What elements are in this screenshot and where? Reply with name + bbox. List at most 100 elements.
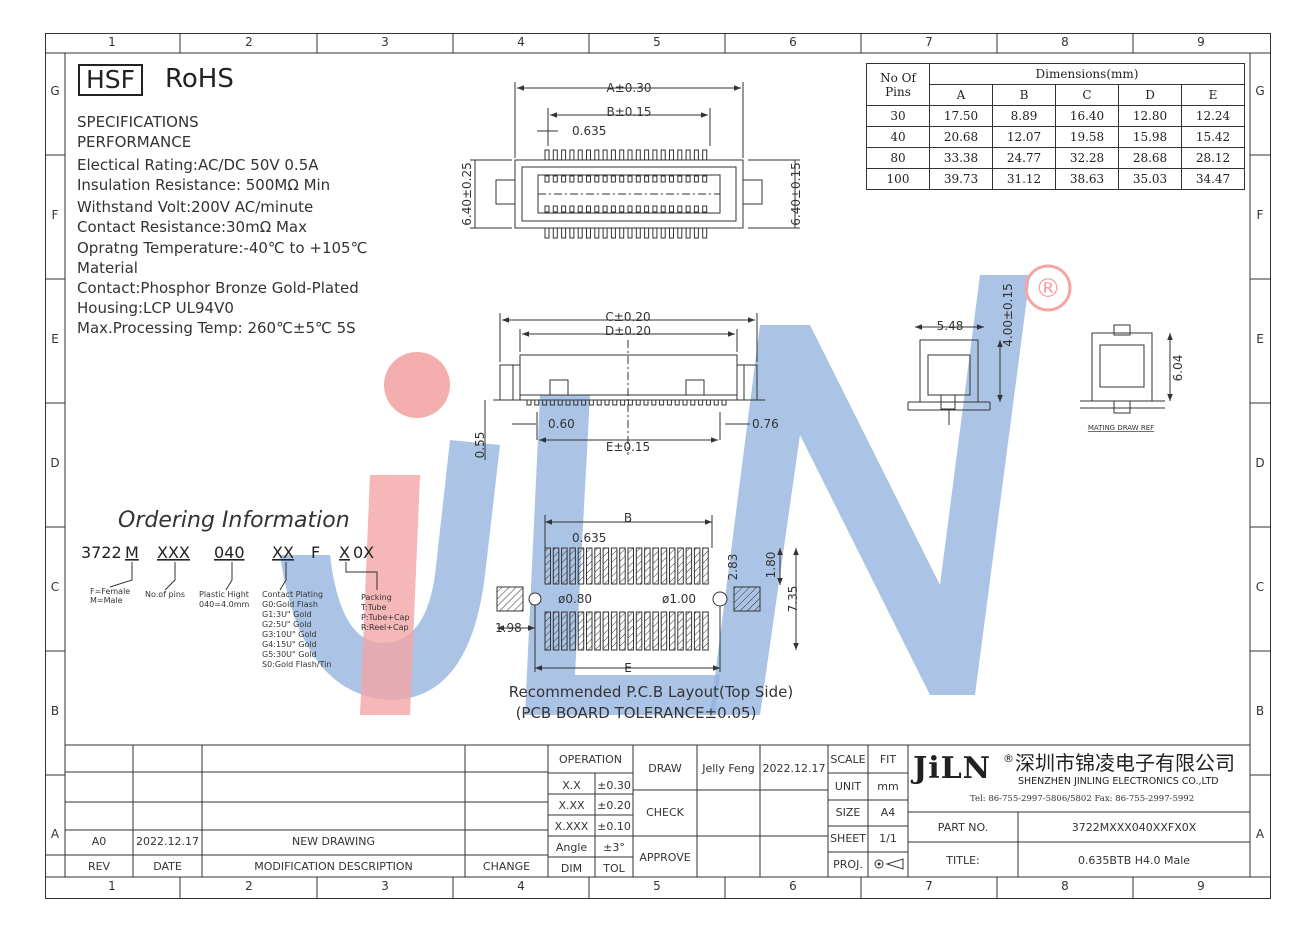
dimension-cell: 38.63 [1055,168,1119,190]
title-value: 0.635BTB H4.0 Male [1077,854,1191,867]
company-logo: JiLN [913,751,992,786]
front-pin [674,399,680,406]
pcb-pad [702,547,709,585]
zone-row-l: E [51,332,59,346]
ordering-note: Packing [361,593,392,602]
pcb-pad [569,547,576,585]
pcb-pad [586,547,593,585]
inner-pin [652,205,658,213]
inner-pin [693,205,699,213]
code-gender: M [125,543,139,562]
mating-ref-label: MATING DRAW REF [1088,424,1154,432]
ordering-note: M=Male [90,596,123,605]
dim-d-label: D±0.20 [605,324,651,338]
inner-pin [685,175,691,183]
bottom-pin [610,227,616,239]
zone-row-r: C [1255,580,1265,594]
size-label: SIZE [835,806,861,819]
pin-count-cell: 100 [866,168,930,190]
front-view [484,313,765,460]
spec-line: Withstand Volt:200V AC/minute [77,198,314,216]
pcb-pad [577,547,585,585]
zone-col-bot: 3 [381,879,389,893]
bottom-pin [619,227,625,239]
mating-view [1080,324,1173,414]
front-pin [612,399,618,406]
code-suffix: 0X [353,543,374,562]
scale-value: FIT [879,753,897,766]
pcb-pad [561,547,568,585]
top-pitch-label: 0.635 [572,124,606,138]
inner-pin [702,175,708,183]
ordering-note: Contact Plating [262,590,323,599]
zone-row-r: B [1255,704,1265,718]
tolerance-cell: ±0.10 [597,820,631,833]
front-pin [549,399,555,406]
pcb-layout [496,515,799,672]
bottom-pin [544,227,550,239]
zone-col-top: 5 [653,35,661,49]
rev-value: A0 [91,835,107,848]
tolerance-cell: X.X [562,779,581,792]
pcb-pad [602,611,610,651]
inner-pin [677,175,683,183]
top-height-right: 6.40±0.15 [789,162,803,226]
front-pin [713,399,719,406]
pcb-pad [619,611,626,651]
pcb-pad [669,611,676,651]
front-width-2: 0.76 [752,417,779,431]
zone-col-bot: 7 [925,879,933,893]
dimension-cell: 15.98 [1118,126,1182,148]
spec-line: Contact Resistance:30mΩ Max [77,218,307,236]
top-pin [652,149,658,161]
dimension-cell: 19.58 [1055,126,1119,148]
inner-pin [660,175,666,183]
code-packing: X [339,543,350,562]
tolerance-cell: DIM [560,862,583,875]
top-pin [569,149,575,161]
inner-pin [627,175,633,183]
hsf-mark: HSF [78,64,144,96]
inner-pin [644,205,650,213]
draw-date: 2022.12.17 [762,762,826,775]
sheet-value: 1/1 [879,832,897,845]
inner-pin [610,175,616,183]
ordering-note: G1:3U" Gold [262,610,312,619]
unit-label: UNIT [834,780,862,793]
front-height: 0.55 [473,432,487,459]
inner-pin [569,175,575,183]
pcb-pad [602,547,610,585]
top-height-left: 6.40±0.25 [460,162,474,226]
zone-col-top: 6 [789,35,797,49]
zone-row-l: D [50,456,60,470]
pcb-pitch: 0.635 [572,531,606,545]
pcb-pad [610,547,618,585]
ordering-note: S0:Gold Flash/Tin [262,660,331,669]
front-pin [557,399,563,406]
pcb-pad [693,547,701,585]
rohs-mark: RoHS [165,64,234,94]
bottom-pin [577,227,583,239]
company-logo-registered: ® [1003,752,1014,765]
inner-pin [594,205,600,213]
top-pin [610,149,616,161]
spec-line: Housing:LCP UL94V0 [77,299,234,317]
pcb-dim-b: B [624,511,632,525]
pcb-pad [677,611,684,651]
pcb-pad [569,611,576,651]
pcb-pad [644,611,651,651]
bottom-pin [586,227,591,239]
title-label: TITLE: [946,854,980,867]
pcb-pad [677,547,684,585]
inner-pin [577,175,583,183]
front-pin [690,399,696,406]
unit-value: mm [877,780,899,793]
zone-col-bot: 5 [653,879,661,893]
front-pin [666,399,672,406]
inner-pin [610,205,616,213]
zone-row-l: A [50,827,60,841]
